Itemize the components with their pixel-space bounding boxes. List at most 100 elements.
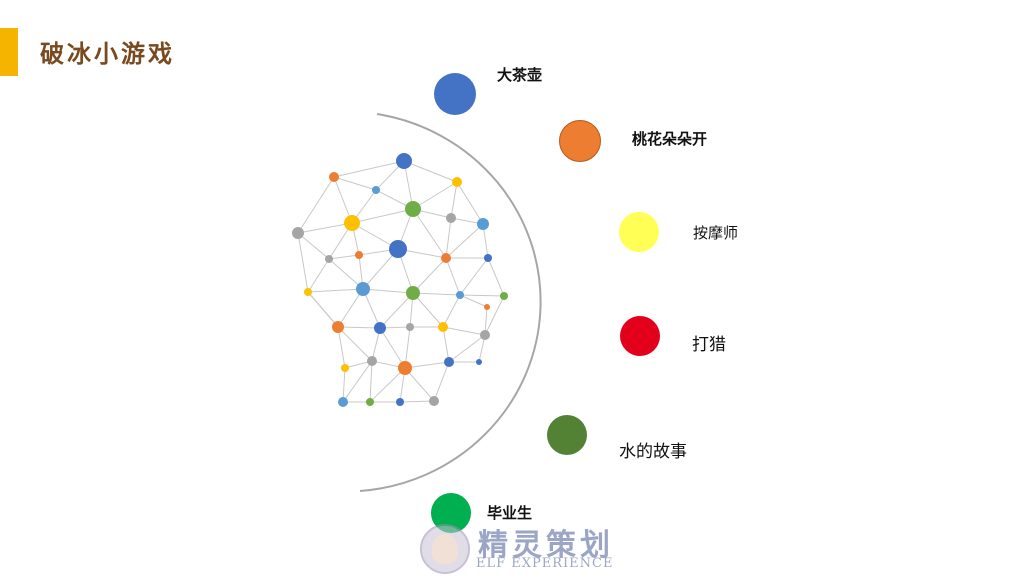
network-edge	[442, 294, 461, 328]
network-edge	[342, 360, 373, 403]
network-edge	[297, 222, 353, 234]
network-node	[438, 322, 448, 332]
network-edge	[404, 361, 450, 369]
network-edge	[448, 334, 486, 363]
network-edge	[333, 160, 405, 178]
network-edge	[333, 176, 377, 191]
network-edge	[442, 326, 450, 363]
network-node	[329, 172, 339, 182]
network-edge	[362, 288, 381, 329]
network-edge	[307, 258, 330, 293]
network-edge	[342, 367, 346, 403]
network-edge	[369, 360, 373, 403]
topic-label-4: 打猎	[692, 335, 726, 355]
network-edge	[445, 217, 452, 259]
watermark-cn-text: 精灵策划	[478, 528, 614, 563]
network-edge	[307, 291, 339, 328]
network-node	[446, 213, 456, 223]
topic-label-2: 桃花朵朵开	[632, 130, 708, 148]
topic-label-5: 水的故事	[619, 442, 687, 462]
network-edge	[362, 288, 414, 294]
network-node	[338, 397, 348, 407]
network-edge	[404, 367, 435, 402]
network-edge	[337, 326, 346, 369]
network-edge	[333, 176, 353, 224]
topic-label-1: 大茶壶	[497, 66, 543, 84]
topic-dot-5	[547, 415, 587, 455]
network-node	[406, 323, 414, 331]
network-node	[292, 227, 304, 239]
network-node	[344, 215, 360, 231]
network-node	[477, 218, 489, 230]
network-edge	[297, 232, 330, 260]
network-edge	[337, 326, 381, 329]
network-edge	[450, 181, 458, 219]
network-nodes	[292, 153, 508, 407]
network-edge	[297, 232, 309, 293]
topic-dot-2	[559, 120, 601, 162]
network-edge	[445, 257, 461, 296]
network-node	[355, 251, 363, 259]
network-node	[484, 304, 490, 310]
topic-dot-3	[619, 212, 659, 252]
network-edge	[403, 160, 458, 183]
network-edge	[369, 367, 406, 403]
network-edge	[403, 160, 414, 210]
topic-dot-4	[620, 316, 660, 356]
network-edge	[412, 292, 444, 328]
network-edge	[459, 294, 505, 297]
network-edge	[412, 181, 458, 210]
network-node	[367, 356, 377, 366]
network-edge	[412, 208, 447, 259]
network-node	[405, 201, 421, 217]
network-node	[441, 253, 451, 263]
network-edge	[307, 288, 364, 293]
network-edge	[337, 326, 373, 362]
watermark-logo: 精灵策划 ELF EXPERIENCE	[418, 520, 618, 576]
network-node	[444, 357, 454, 367]
network-edge	[442, 326, 486, 336]
network-edge	[487, 257, 505, 297]
network-edge	[328, 254, 360, 260]
network-edge	[379, 292, 414, 329]
network-node	[396, 398, 404, 406]
network-edge	[412, 257, 447, 294]
network-edge	[433, 361, 450, 402]
network-edge	[351, 208, 414, 224]
network-node	[484, 254, 492, 262]
network-node	[374, 322, 386, 334]
watermark-seal-icon	[420, 524, 470, 574]
network-node	[480, 330, 490, 340]
bracket-arc	[359, 113, 542, 492]
network-edge	[412, 292, 461, 296]
network-node	[476, 359, 482, 365]
network-node	[452, 177, 462, 187]
topic-label-6: 毕业生	[487, 504, 533, 522]
topic-dot-1	[434, 73, 476, 115]
network-node	[341, 364, 349, 372]
page-title: 破冰小游戏	[40, 39, 175, 68]
network-edge	[379, 327, 406, 369]
network-edge	[337, 288, 364, 328]
topic-label-3: 按摩师	[693, 224, 739, 242]
network-edge	[399, 400, 435, 403]
watermark-en-text: ELF EXPERIENCE	[476, 556, 614, 571]
network-node	[304, 288, 312, 296]
network-node	[372, 186, 380, 194]
network-node	[429, 396, 439, 406]
title-accent-bar	[0, 28, 18, 76]
network-node	[406, 286, 420, 300]
network-node	[366, 398, 374, 406]
network-edge	[459, 257, 489, 296]
network-edge	[297, 176, 335, 234]
network-node	[456, 291, 464, 299]
network-edge	[459, 294, 488, 308]
network-node	[398, 361, 412, 375]
network-node	[396, 153, 412, 169]
network-edge	[445, 223, 484, 259]
network-edge	[484, 295, 505, 336]
network-node	[332, 321, 344, 333]
network-node	[389, 240, 407, 258]
network-edge	[456, 181, 484, 225]
